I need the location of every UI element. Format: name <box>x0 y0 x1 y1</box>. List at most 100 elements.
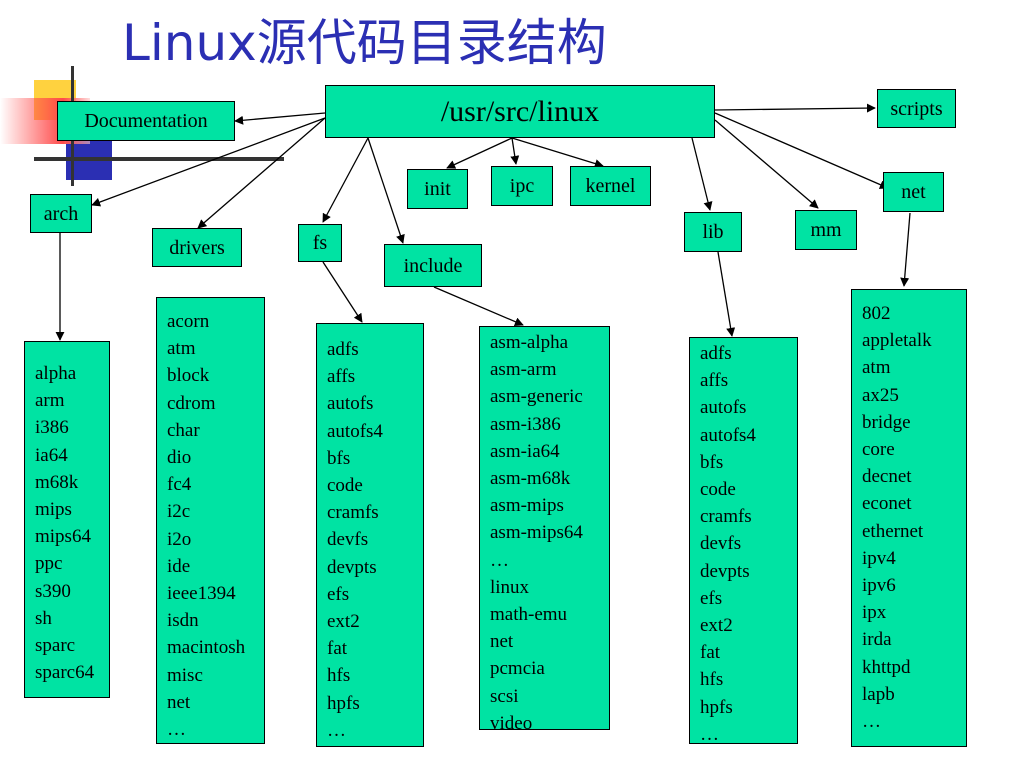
kernel-node[interactable]: kernel <box>570 166 651 206</box>
lib-subdirectory-item: autofs <box>700 397 747 419</box>
include-subdirectory-item: asm-mips64 <box>490 522 583 544</box>
net-subdirectory-item: 802 <box>862 303 891 324</box>
lib-subdirectory-item: hfs <box>700 669 724 691</box>
fs-subdirectory-item: efs <box>327 583 350 605</box>
fs-subdirectory-item: code <box>327 475 363 497</box>
include-subdirectory-item: pcmcia <box>490 658 545 680</box>
root-directory-node[interactable]: /usr/src/linux <box>325 85 715 138</box>
drivers-subdirectory-item: acorn <box>167 311 210 332</box>
net-subdirectory-item: atm <box>862 357 891 379</box>
drivers-subdirectory-item: dio <box>167 447 192 469</box>
fs-subdirectory-item: affs <box>327 366 356 388</box>
arrow-to-documentation <box>234 112 326 125</box>
lib-subdirectory-item: affs <box>700 370 729 392</box>
lib-subdirectory-item: hpfs <box>700 696 733 718</box>
net-subdirectory-item: … <box>862 711 881 733</box>
arrow-to-lib <box>691 137 713 211</box>
lib-subdirectory-item: adfs <box>700 343 732 364</box>
documentation-node[interactable]: Documentation <box>57 101 235 141</box>
arrow-to-fs <box>322 137 369 223</box>
include-subdirectory-item: asm-i386 <box>490 413 561 435</box>
fs-subdirectory-item: devpts <box>327 556 377 578</box>
fs-subdirectory-item: fat <box>327 638 348 660</box>
net-subdirectory-item: decnet <box>862 466 912 488</box>
drivers-subdirectory-item: net <box>167 691 191 713</box>
fs-subdirectory-item: devfs <box>327 529 369 551</box>
lib-subdirectory-item: devfs <box>700 533 742 555</box>
arrow-to-ipc <box>510 137 520 165</box>
include-subdirectory-item: net <box>490 631 514 653</box>
include-subdirectory-item: linux <box>490 576 530 598</box>
include-node[interactable]: include <box>384 244 482 287</box>
arrow-net-to-list <box>900 212 911 287</box>
lib-subdirectory-item: … <box>700 723 719 745</box>
lib-subdirectory-item: efs <box>700 587 723 609</box>
arrow-to-net <box>714 112 889 189</box>
arrow-to-kernel <box>511 137 604 168</box>
net-subdirectory-item: ipx <box>862 602 887 624</box>
drivers-node[interactable]: drivers <box>152 228 242 267</box>
lib-subdirectory-item: bfs <box>700 451 724 473</box>
drivers-subdirectory-item: cdrom <box>167 392 216 414</box>
init-node[interactable]: init <box>407 169 468 209</box>
arrow-lib-to-list <box>717 251 736 337</box>
include-subdirectory-item: video <box>490 712 533 734</box>
lib-subdirectory-item: devpts <box>700 560 750 582</box>
fs-subdirectory-item: hfs <box>327 665 351 687</box>
include-subdirectory-item: asm-m68k <box>490 468 571 490</box>
drivers-subdirectory-item: macintosh <box>167 637 246 659</box>
fs-subdirectory-item: adfs <box>327 339 359 360</box>
fs-subdirectory-item: … <box>327 719 346 741</box>
net-subdirectory-item: lapb <box>862 683 895 705</box>
scripts-node[interactable]: scripts <box>877 89 956 128</box>
include-subdirectory-item: asm-generic <box>490 386 583 408</box>
fs-node[interactable]: fs <box>298 224 342 262</box>
arch-subdirectory-item: sh <box>35 607 52 629</box>
lib-subdirectory-item: fat <box>700 642 721 664</box>
arch-subdirectory-item: ia64 <box>35 444 68 466</box>
lib-subdirectory-item: cramfs <box>700 506 752 528</box>
drivers-subdirectory-item: atm <box>167 338 196 360</box>
include-subdirectory-item: asm-mips <box>490 495 564 517</box>
net-subdirectory-item: khttpd <box>862 656 911 678</box>
arch-subdirectory-item: ppc <box>35 553 63 575</box>
arch-subdirectory-item: s390 <box>35 580 71 602</box>
fs-subdirectory-item: ext2 <box>327 611 360 633</box>
arch-node[interactable]: arch <box>30 194 92 233</box>
arch-subdirectory-item: mips <box>35 499 72 521</box>
ipc-node[interactable]: ipc <box>491 166 553 206</box>
drivers-subdirectory-item: i2o <box>167 528 192 550</box>
fs-subdirectory-item: autofs <box>327 393 374 415</box>
lib-node[interactable]: lib <box>684 212 742 252</box>
arch-subdirectory-item: mips64 <box>35 526 91 548</box>
net-subdirectory-item: ax25 <box>862 384 899 406</box>
arch-subdirectory-item: alpha <box>35 363 77 384</box>
include-subdirectory-item: asm-ia64 <box>490 440 560 462</box>
drivers-subdirectory-item: block <box>167 365 210 387</box>
arrow-fs-to-list <box>322 261 363 323</box>
lib-subdirectory-item: autofs4 <box>700 424 756 446</box>
arch-subdirectory-item: arm <box>35 390 65 412</box>
drivers-subdirectory-item: ieee1394 <box>167 583 236 605</box>
arrow-to-arch <box>91 117 326 207</box>
net-node[interactable]: net <box>883 172 944 212</box>
drivers-subdirectory-item: char <box>167 419 200 441</box>
net-subdirectory-item: ipv6 <box>862 575 896 597</box>
fs-subdirectory-item: bfs <box>327 447 351 469</box>
include-subdirectory-item: scsi <box>490 685 519 707</box>
net-subdirectory-item: ethernet <box>862 520 924 542</box>
mm-node[interactable]: mm <box>795 210 857 250</box>
net-subdirectory-item: econet <box>862 493 912 515</box>
drivers-subdirectory-item: … <box>167 719 186 741</box>
decorative-horizontal-line <box>34 157 284 161</box>
include-subdirectory-item: math-emu <box>490 604 568 626</box>
fs-subdirectory-item: hpfs <box>327 692 360 714</box>
arrow-to-drivers <box>197 117 326 229</box>
drivers-subdirectory-item: fc4 <box>167 474 192 496</box>
